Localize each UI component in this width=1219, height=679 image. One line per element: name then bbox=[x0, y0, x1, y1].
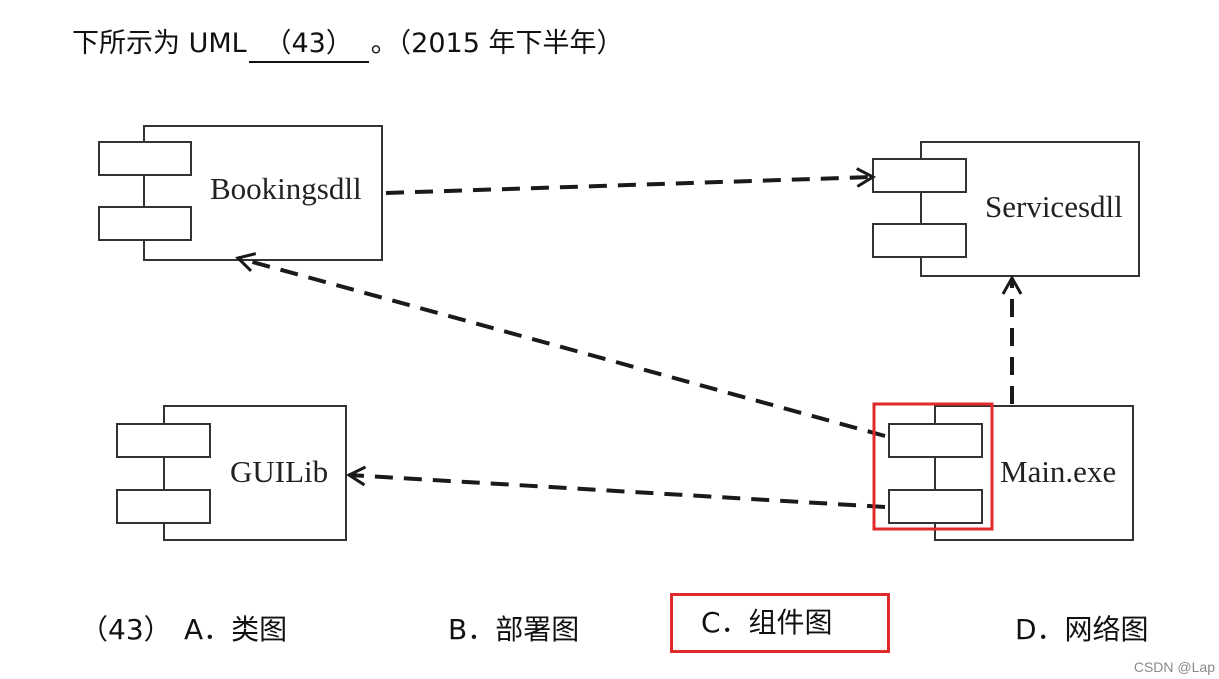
dependency-bookings-to-services bbox=[385, 167, 877, 195]
component-servicesdll: Servicesdll bbox=[872, 141, 1140, 277]
component-bookingsdll: Bookingsdll bbox=[98, 125, 383, 261]
diagram-svg: Bookingsdll Servicesdll GUILib Main.exe bbox=[98, 125, 1140, 541]
option-d[interactable]: D．网络图 bbox=[1015, 613, 1149, 646]
question-prefix: 下所示为 UML bbox=[72, 28, 247, 59]
dependency-main-to-guilib bbox=[345, 465, 886, 509]
option-b[interactable]: B．部署图 bbox=[448, 613, 580, 646]
answer-options: （43） A．类图 B．部署图 C．组件图 D．网络图 bbox=[0, 593, 1219, 660]
component-main-exe: Main.exe bbox=[888, 405, 1134, 541]
option-c-highlighted[interactable]: C．组件图 bbox=[670, 593, 890, 653]
dependency-main-to-bookings bbox=[235, 252, 886, 438]
highlight-box bbox=[872, 402, 994, 531]
component-label: Bookingsdll bbox=[210, 171, 362, 206]
question-suffix: 。（2015 年下半年） bbox=[370, 28, 624, 59]
uml-component-diagram: Bookingsdll Servicesdll GUILib Main.exe bbox=[72, 92, 1152, 572]
component-label: GUILib bbox=[230, 454, 328, 489]
component-label: Main.exe bbox=[1000, 454, 1116, 489]
question-blank: （43） bbox=[248, 27, 369, 63]
component-label: Servicesdll bbox=[985, 189, 1123, 224]
question-number: （43） bbox=[80, 613, 172, 646]
question-text: 下所示为 UML（43）。（2015 年下半年） bbox=[72, 24, 623, 64]
component-guilib: GUILib bbox=[116, 405, 347, 541]
watermark: CSDN @Lap bbox=[1133, 659, 1215, 675]
option-a[interactable]: A．类图 bbox=[184, 613, 288, 646]
